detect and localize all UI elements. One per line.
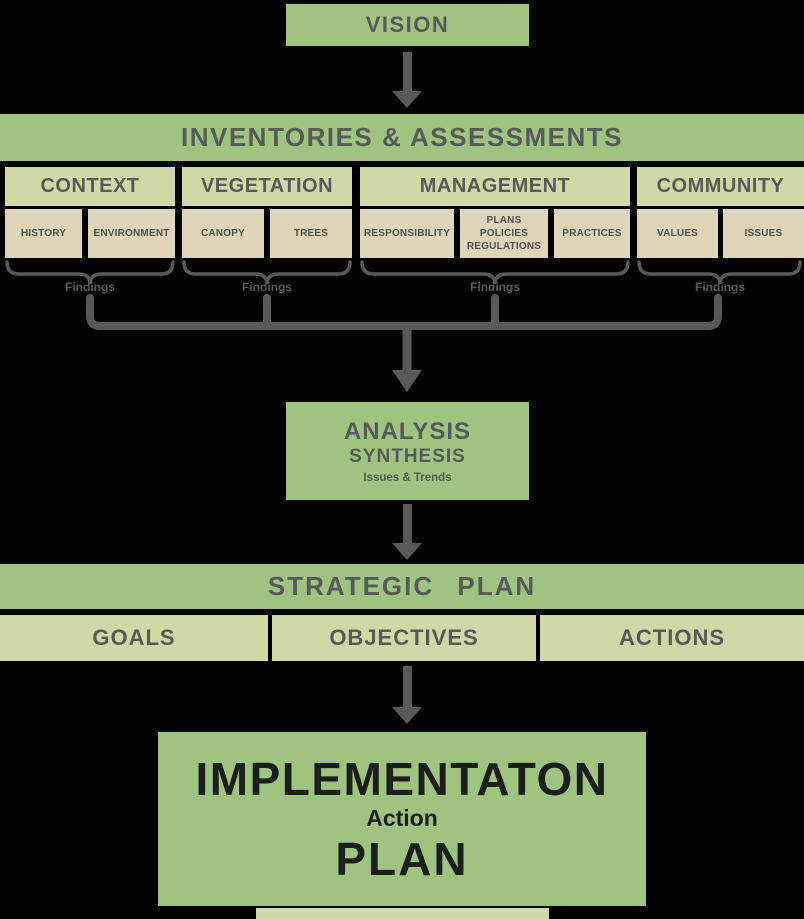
actions-label: ACTIONS — [619, 625, 725, 650]
cell-trees: TREES — [270, 209, 352, 258]
history-label: HISTORY — [20, 228, 67, 239]
cell-plans-policies-regulations: PLANS POLICIES REGULATIONS — [460, 209, 548, 258]
analysis-line2: SYNTHESIS — [349, 445, 466, 467]
environment-label: ENVIRONMENT — [93, 228, 170, 239]
vision-box: VISION — [286, 4, 529, 46]
brace-vegetation-icon — [182, 260, 352, 285]
partial-box-bottom — [256, 908, 549, 919]
arrow-shaft — [402, 52, 412, 91]
implementation-plan-box: IMPLEMENTATON Action PLAN — [158, 732, 646, 906]
arrow-head — [392, 370, 422, 392]
brace-community-icon — [637, 260, 802, 285]
inventories-banner: INVENTORIES & ASSESSMENTS — [0, 114, 804, 161]
analysis-line1: ANALYSIS — [343, 418, 472, 446]
down-arrow-icon — [392, 52, 422, 108]
group-header-community: COMMUNITY — [637, 167, 804, 206]
issues-label: ISSUES — [744, 228, 783, 239]
cell-canopy: CANOPY — [182, 209, 264, 258]
down-arrow-icon — [392, 504, 422, 560]
group-header-vegetation: VEGETATION — [182, 167, 352, 206]
inventories-title: INVENTORIES & ASSESSMENTS — [180, 122, 624, 152]
findings-connector — [86, 294, 722, 392]
down-arrow-icon — [392, 666, 422, 724]
cell-practices: PRACTICES — [554, 209, 630, 258]
community-label: COMMUNITY — [656, 175, 785, 197]
goals-label: GOALS — [92, 625, 176, 650]
vision-label: VISION — [365, 12, 450, 37]
objectives-box: OBJECTIVES — [272, 615, 536, 661]
practices-label: PRACTICES — [562, 228, 622, 239]
cell-issues: ISSUES — [723, 209, 804, 258]
arrow-shaft — [402, 666, 412, 707]
cell-environment: ENVIRONMENT — [88, 209, 175, 258]
implementation-line3: PLAN — [335, 832, 469, 885]
analysis-line3: Issues & Trends — [363, 471, 452, 484]
values-label: VALUES — [656, 228, 699, 239]
responsibility-label: RESPONSIBILITY — [363, 228, 451, 239]
brace-context-icon — [5, 260, 175, 285]
findings-vegetation: Findings — [242, 280, 292, 294]
goals-box: GOALS — [0, 615, 268, 661]
management-label: MANAGEMENT — [419, 175, 571, 197]
analysis-box: ANALYSIS SYNTHESIS Issues & Trends — [286, 402, 529, 500]
cell-history: HISTORY — [5, 209, 82, 258]
brace-management-icon — [360, 260, 630, 285]
cell-responsibility: RESPONSIBILITY — [360, 209, 454, 258]
cell-values: VALUES — [637, 209, 718, 258]
strategic-plan-title: STRATEGIC PLAN — [267, 571, 537, 601]
canopy-label: CANOPY — [201, 228, 245, 239]
arrow-head — [392, 91, 422, 108]
context-label: CONTEXT — [40, 175, 140, 197]
strategic-plan-banner: STRATEGIC PLAN — [0, 564, 804, 609]
objectives-label: OBJECTIVES — [329, 625, 479, 650]
arrow-head — [392, 707, 422, 724]
findings-context: Findings — [65, 280, 115, 294]
group-header-management: MANAGEMENT — [360, 167, 630, 206]
group-header-context: CONTEXT — [5, 167, 175, 206]
arrow-shaft — [402, 504, 412, 543]
actions-box: ACTIONS — [540, 615, 804, 661]
implementation-line1: IMPLEMENTATON — [195, 752, 609, 805]
findings-community: Findings — [695, 280, 745, 294]
plans-policies-regulations-label: PLANS POLICIES REGULATIONS — [466, 215, 542, 252]
trees-label: TREES — [293, 228, 329, 239]
implementation-line2: Action — [366, 805, 438, 832]
arrow-head — [392, 543, 422, 560]
findings-management: Findings — [470, 280, 520, 294]
vegetation-label: VEGETATION — [200, 175, 334, 197]
